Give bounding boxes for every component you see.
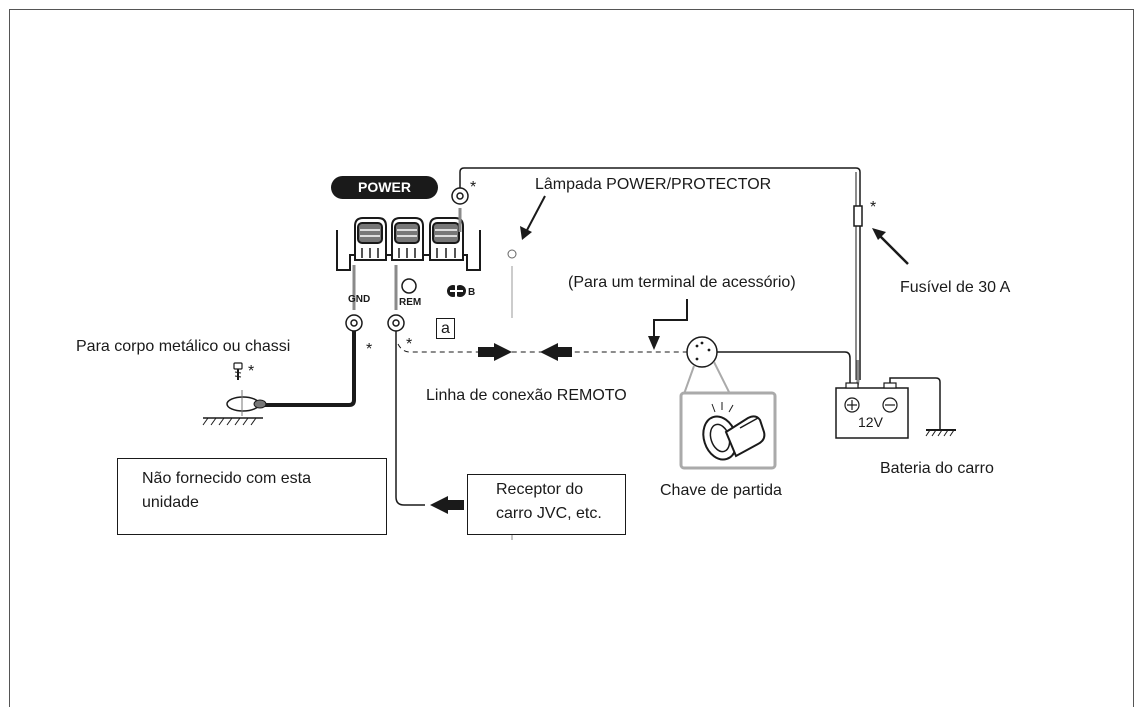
fuse-label: Fusível de 30 A (900, 279, 1011, 296)
receiver-line-1: Receptor do (496, 481, 584, 498)
rem-lead (387, 265, 425, 506)
ignition-switch-icon (683, 336, 731, 395)
asterisk-rem: * (406, 336, 412, 353)
asterisk-gnd: * (366, 341, 372, 358)
chassis-label: Para corpo metálico ou chassi (76, 338, 290, 355)
voltage-label: 12V (858, 414, 884, 430)
lamp-arrow (520, 195, 546, 240)
power-badge: POWER (331, 176, 438, 199)
remote-arrow-right (478, 343, 512, 361)
receiver-arrow (430, 496, 464, 514)
chassis-ground-icon (202, 390, 267, 426)
battery-ground-wire (889, 377, 941, 430)
asterisk-b-terminal: * (470, 179, 476, 196)
b-plus-label: B (468, 287, 475, 298)
asterisk-fuse: * (870, 199, 876, 216)
plus-badge-icon (447, 285, 466, 297)
asterisk-screw: * (248, 363, 254, 380)
fuse-icon (853, 205, 863, 227)
note-line-1: Não fornecido com esta (142, 470, 311, 487)
battery-ground-icon (925, 429, 956, 437)
terminal-screw-gnd (354, 217, 387, 261)
power-lamp-icon (507, 249, 517, 318)
receiver-box: Receptor do carro JVC, etc. (467, 474, 626, 535)
ignition-key-icon (679, 391, 777, 470)
accessory-label: (Para um terminal de acessório) (568, 274, 796, 291)
diagram-frame (9, 9, 1134, 707)
screw-icon (233, 362, 243, 380)
note-box: Não fornecido com esta unidade (117, 458, 387, 535)
fuse-arrow (872, 228, 909, 265)
remote-line-label: Linha de conexão REMOTO (426, 387, 627, 404)
accessory-arrow (648, 299, 688, 350)
tag-a: a (436, 318, 455, 339)
gnd-lead (262, 265, 363, 407)
gnd-label: GND (348, 294, 370, 305)
lamp-label: Lâmpada POWER/PROTECTOR (535, 176, 771, 193)
terminal-screw-b (429, 217, 464, 261)
terminal-screw-rem (391, 217, 424, 261)
battery-label: Bateria do carro (880, 460, 994, 477)
power-wire (459, 167, 861, 380)
receiver-line-2: carro JVC, etc. (496, 505, 602, 522)
remote-arrow-left (540, 343, 572, 361)
note-line-2: unidade (142, 494, 199, 511)
terminal-block (336, 217, 481, 271)
battery-icon (835, 382, 909, 439)
ignition-label: Chave de partida (660, 482, 782, 499)
rem-hole-icon (401, 278, 417, 294)
remote-dashed-line (397, 343, 690, 353)
b-plus-lead (451, 187, 469, 232)
rem-label: REM (399, 297, 421, 308)
